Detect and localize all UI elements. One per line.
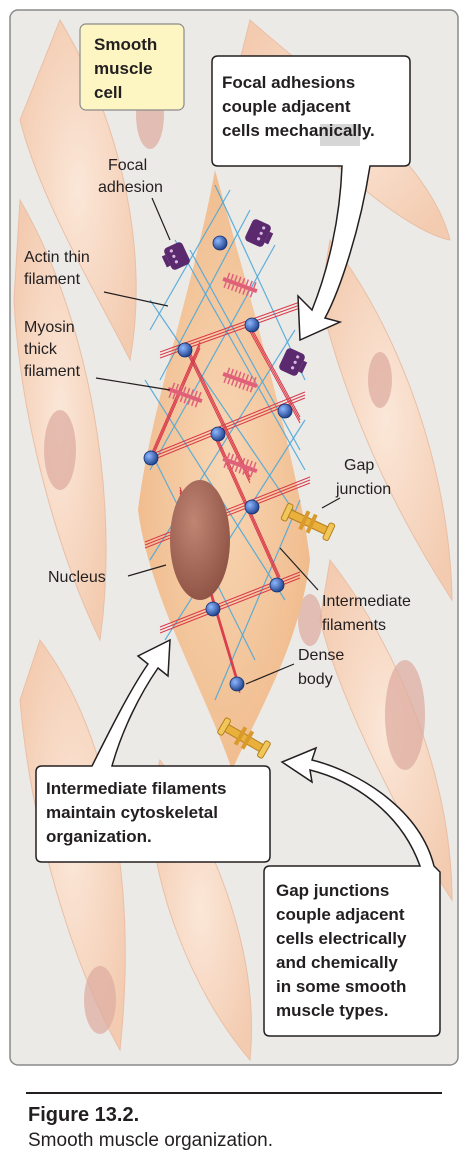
intermediate-filament-6: [247, 321, 301, 424]
label-myosin-3: filament: [24, 363, 81, 380]
intermediate-filaments: [144, 301, 311, 694]
intermediate-callout-line-3: organization.: [46, 827, 152, 846]
intermediate-callout-line-1: Intermediate filaments: [46, 779, 226, 798]
myosin-filament-1: [222, 367, 258, 393]
caption-rule: [26, 1092, 442, 1094]
dense-body-0: [212, 235, 228, 251]
intermediate-filaments-callout: [35, 638, 271, 863]
actin-filament-4: [214, 184, 306, 381]
dense-body-3: [277, 403, 293, 419]
actin-filament-5: [149, 244, 276, 471]
gap-callout-line-1: Gap junctions: [276, 881, 389, 900]
label-intermediate-2: filaments: [322, 617, 386, 634]
label-myosin-1: Myosin: [24, 319, 75, 336]
actin-filament-10: [214, 499, 301, 701]
dense-body-6: [244, 499, 260, 515]
label-nucleus: Nucleus: [48, 569, 106, 586]
background-cell-0: [19, 18, 137, 362]
dense-body-1: [244, 317, 260, 333]
dense-body-7: [269, 577, 285, 593]
label-focal-adhesion-1: Focal: [108, 157, 147, 174]
label-myosin-2: thick: [24, 341, 58, 358]
actin-filament-0: [174, 239, 306, 471]
label-gap-junction-2: junction: [335, 481, 391, 498]
figure-caption-text: Smooth muscle organization.: [28, 1130, 274, 1151]
actin-filament-8: [159, 209, 251, 381]
gap-callout-line-3: cells electrically: [276, 929, 407, 948]
background-nucleus-3: [298, 594, 322, 646]
background-nucleus-2: [385, 660, 425, 770]
dense-body-8: [205, 601, 221, 617]
gap-junction-lower-icon: [217, 717, 271, 759]
cell-title-box: [79, 23, 185, 111]
gap-junctions-callout: [263, 746, 441, 1037]
dense-body-5: [143, 450, 159, 466]
background-nucleus-5: [368, 352, 392, 408]
highlight-mark: [320, 124, 360, 146]
focal-callout-line-2: couple adjacent: [222, 97, 351, 116]
dense-body-9: [229, 676, 245, 692]
myosin-filament-3: [222, 452, 258, 478]
label-actin-2: filament: [24, 271, 81, 288]
cell-title-line-3: cell: [94, 83, 122, 102]
gap-callout-line-2: couple adjacent: [276, 905, 405, 924]
gap-callout-line-4: and chemically: [276, 953, 398, 972]
intermediate-filament-8: [149, 341, 201, 464]
figure-caption-title: Figure 13.2.: [28, 1104, 140, 1126]
gap-callout-line-6: muscle types.: [276, 1001, 388, 1020]
central-smooth-muscle-cell: [138, 170, 310, 770]
gap-junction-upper-icon: [280, 503, 336, 541]
dense-body-4: [210, 426, 226, 442]
intermediate-callout-line-2: maintain cytoskeletal: [46, 803, 218, 822]
focal-adhesion-right-icon: [279, 348, 308, 376]
focal-adhesions-callout: [211, 55, 411, 342]
nucleus: [170, 480, 230, 600]
cell-title-line-2: muscle: [94, 59, 153, 78]
myosin-thick-filaments: [167, 272, 258, 478]
background-nucleus-1: [44, 410, 76, 490]
background-cell-3: [319, 238, 453, 602]
label-gap-junction-1: Gap: [344, 457, 374, 474]
label-focal-adhesion-2: adhesion: [98, 179, 163, 196]
focal-adhesion-top-right-icon: [245, 219, 274, 247]
leader-lines: [95, 197, 341, 685]
label-actin-1: Actin thin: [24, 249, 90, 266]
gap-callout-line-5: in some smooth: [276, 977, 406, 996]
focal-callout-line-1: Focal adhesions: [222, 73, 355, 92]
dense-bodies: [143, 235, 293, 692]
label-dense-body-1: Dense: [298, 647, 344, 664]
label-intermediate-1: Intermediate: [322, 593, 411, 610]
cell-title-line-1: Smooth: [94, 35, 157, 54]
label-dense-body-2: body: [298, 671, 333, 688]
focal-callout-line-3: cells mechanically.: [222, 121, 375, 140]
actin-filament-9: [149, 189, 231, 331]
dense-body-2: [177, 342, 193, 358]
background-nucleus-4: [84, 966, 116, 1034]
actin-filament-1: [149, 299, 301, 521]
myosin-filament-2: [167, 382, 203, 408]
focal-adhesion-left-icon: [161, 242, 190, 270]
actin-filament-7: [164, 419, 306, 641]
myosin-filament-0: [222, 272, 258, 298]
